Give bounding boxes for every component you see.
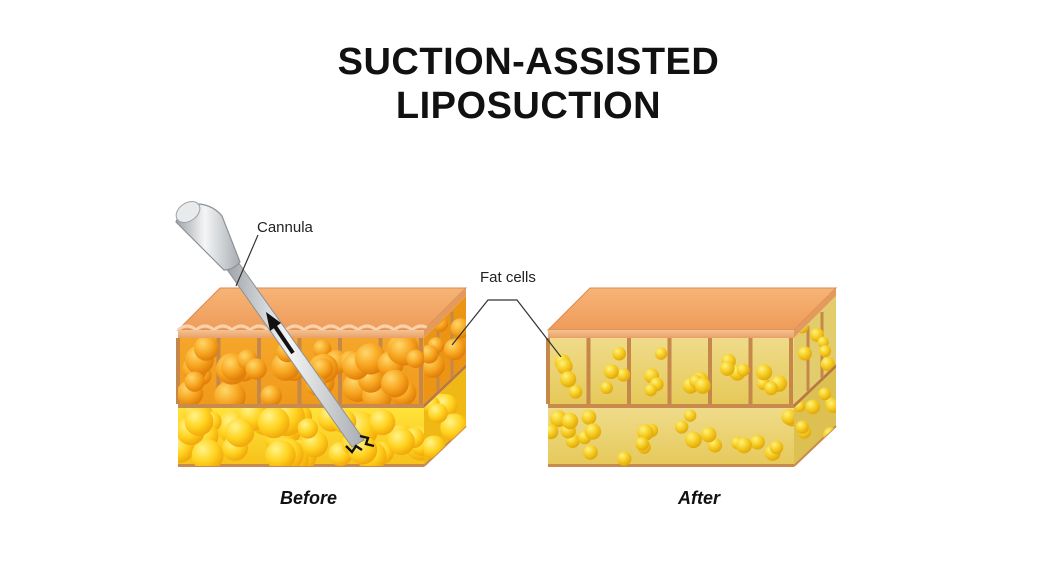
fat-cell	[184, 408, 214, 436]
cannula-instrument	[175, 201, 375, 454]
fat-cell	[654, 347, 668, 360]
septum	[586, 338, 591, 404]
fat-cell	[257, 408, 290, 439]
cannula-leader-line	[235, 234, 259, 287]
fat-cell	[424, 344, 439, 364]
fat-cell	[700, 426, 717, 443]
fat-cell	[805, 399, 821, 415]
fat-cell	[674, 420, 689, 434]
fat-cell	[450, 318, 466, 339]
after-tissue-block	[546, 287, 838, 467]
fat-cell	[561, 412, 579, 430]
fat-cell	[600, 381, 613, 395]
lower-fat-cells	[548, 409, 794, 466]
skin-side-band	[794, 288, 836, 338]
fat-cell	[817, 336, 829, 348]
fat-cell	[820, 357, 835, 372]
fat-cell	[795, 420, 809, 434]
fat-cell	[369, 409, 396, 436]
septa-group	[546, 338, 793, 404]
skin-side-band	[424, 288, 466, 338]
fat-cell	[584, 423, 602, 440]
septum	[419, 338, 423, 404]
fat-cell	[297, 418, 319, 439]
fat-cell	[191, 439, 224, 466]
fat-cell	[225, 417, 255, 448]
fat-cells-leader-lines	[451, 299, 562, 358]
fat-cell	[818, 387, 831, 401]
fat-cell	[406, 349, 424, 368]
septum	[627, 338, 631, 404]
side-lower-fat-cells	[794, 387, 836, 443]
fat-cell	[819, 345, 832, 358]
fat-cell	[443, 338, 466, 361]
fat-cell	[612, 346, 627, 361]
lower-fat-cells	[178, 408, 424, 466]
fat-cell	[635, 436, 650, 451]
fat-cell	[720, 361, 735, 376]
fat-cell	[617, 451, 632, 466]
fat-cell	[750, 434, 765, 450]
fat-cell	[616, 368, 631, 382]
septum	[667, 338, 672, 404]
septum	[748, 338, 753, 404]
diagram-title: SUCTION-ASSISTED LIPOSUCTION	[0, 40, 1057, 128]
fat-cell	[797, 346, 812, 361]
fat-cell	[214, 380, 246, 404]
fat-cell	[685, 431, 702, 449]
cannula-label: Cannula	[257, 219, 314, 236]
fat-cell	[581, 409, 597, 425]
fat-cell	[428, 403, 448, 424]
fat-cell	[764, 381, 778, 396]
fat-cell	[823, 427, 836, 443]
fat-cell	[644, 383, 657, 397]
upper-fat-cells	[554, 346, 788, 399]
fat-cell	[735, 437, 752, 454]
title-line-1: SUCTION-ASSISTED	[337, 41, 720, 83]
fat-cell	[312, 339, 332, 359]
fat-cell	[825, 399, 836, 414]
fat-cell	[245, 358, 267, 380]
fat-cell	[193, 338, 219, 361]
fat-cell	[736, 363, 750, 377]
fat-cell	[387, 428, 415, 456]
layer-separator-side	[794, 364, 836, 408]
fat-cells-label: Fat cells	[480, 269, 536, 286]
fat-cell	[568, 385, 583, 399]
fat-cell	[583, 445, 598, 460]
fat-cell	[556, 358, 573, 375]
fat-cell	[184, 371, 205, 392]
fat-cell	[424, 435, 446, 459]
fat-cell	[781, 409, 794, 425]
fat-cell	[560, 371, 577, 388]
fat-cell	[603, 364, 619, 380]
fat-cell	[769, 440, 784, 455]
bottom-edge	[548, 464, 794, 467]
septum	[546, 338, 550, 404]
septum	[789, 338, 793, 404]
layer-separator	[178, 404, 424, 408]
layer-separator-side	[424, 364, 466, 408]
skin-front-band	[548, 330, 794, 338]
fat-cell	[260, 385, 282, 404]
septum	[708, 338, 712, 404]
fat-cell	[683, 409, 697, 422]
before-caption: Before	[280, 488, 337, 508]
septum	[176, 338, 180, 404]
fat-cell	[637, 424, 654, 441]
fat-cell	[449, 438, 466, 460]
upper-fat-side	[794, 296, 836, 404]
fat-cell	[380, 369, 409, 398]
skin-top-face	[546, 287, 838, 331]
fat-cell	[694, 377, 711, 394]
fat-cell	[265, 440, 296, 466]
after-caption: After	[677, 488, 721, 508]
skin-top-face	[176, 287, 468, 331]
layer-separator	[548, 404, 794, 408]
title-line-2: LIPOSUCTION	[395, 85, 662, 127]
fat-cell	[548, 424, 559, 440]
skin-front-band	[178, 330, 424, 338]
fat-cell	[755, 364, 773, 381]
